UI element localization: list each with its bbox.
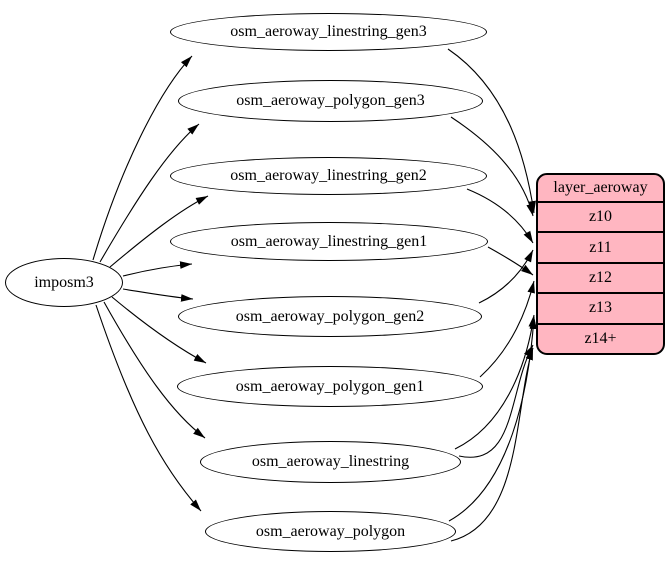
node-label: osm_aeroway_polygon_gen2 — [235, 307, 425, 325]
node-layer-aeroway: layer_aeroway z10 z11 z12 z13 z14+ — [536, 173, 665, 355]
node-osm-aeroway-linestring: osm_aeroway_linestring — [200, 441, 461, 483]
node-osm-aeroway-polygon-gen3: osm_aeroway_polygon_gen3 — [178, 80, 483, 122]
node-label: osm_aeroway_polygon_gen3 — [236, 92, 425, 109]
node-label: osm_aeroway_linestring_gen3 — [230, 23, 427, 40]
edge-imposm3-polygon-gen2 — [122, 288, 194, 302]
node-imposm3: imposm3 — [5, 258, 123, 307]
edge-imposm3-linestring-gen3 — [92, 55, 193, 261]
layer-aeroway-title: layer_aeroway — [553, 179, 648, 196]
zoom-row-z12: z12 — [538, 261, 663, 292]
node-imposm3-label: imposm3 — [34, 273, 94, 291]
zoom-row-z10: z10 — [538, 201, 663, 231]
edge-imposm3-polygon — [95, 304, 202, 512]
node-label: osm_aeroway_polygon_gen1 — [235, 377, 425, 395]
node-label: osm_aeroway_polygon — [255, 522, 406, 540]
node-label: osm_aeroway_linestring_gen2 — [230, 167, 427, 184]
edge-linestring-z14 — [458, 344, 534, 458]
edge-linestring-gen3-z10 — [447, 48, 536, 214]
edge-imposm3-linestring — [103, 301, 206, 439]
edge-polygon-gen1-z12 — [479, 280, 535, 378]
edge-imposm3-linestring-gen1 — [122, 261, 193, 277]
node-osm-aeroway-polygon: osm_aeroway_polygon — [205, 511, 456, 552]
edge-polygon-z14 — [450, 347, 534, 542]
edge-polygon-gen2-z11 — [478, 249, 534, 304]
node-osm-aeroway-linestring-gen3: osm_aeroway_linestring_gen3 — [170, 13, 487, 51]
edge-imposm3-polygon-gen1 — [111, 296, 207, 364]
node-osm-aeroway-linestring-gen1: osm_aeroway_linestring_gen1 — [170, 222, 488, 261]
edge-imposm3-polygon-gen3 — [99, 123, 200, 263]
zoom-row-z11: z11 — [538, 231, 663, 261]
zoom-row-z14plus: z14+ — [538, 322, 663, 353]
node-osm-aeroway-polygon-gen1: osm_aeroway_polygon_gen1 — [177, 366, 483, 407]
node-osm-aeroway-linestring-gen2: osm_aeroway_linestring_gen2 — [170, 157, 487, 195]
edge-linestring-gen1-z12 — [487, 246, 534, 276]
edge-linestring-z13 — [454, 314, 537, 450]
node-osm-aeroway-polygon-gen2: osm_aeroway_polygon_gen2 — [178, 296, 482, 337]
node-label: osm_aeroway_linestring — [251, 453, 410, 470]
node-label: osm_aeroway_linestring_gen1 — [230, 232, 428, 250]
edge-polygon-z13 — [448, 316, 537, 522]
edge-imposm3-linestring-gen2 — [109, 195, 209, 268]
edge-linestring-gen2-z11 — [466, 188, 534, 244]
edge-polygon-gen3-z10 — [450, 116, 534, 217]
zoom-row-z13: z13 — [538, 292, 663, 322]
